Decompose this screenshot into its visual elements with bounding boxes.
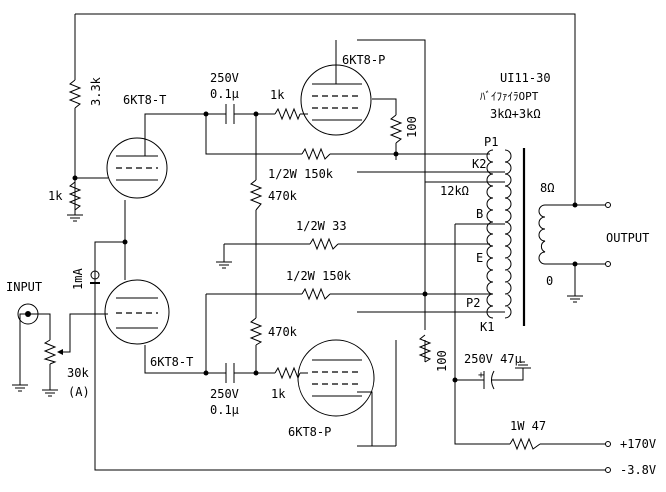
label-tap-e: E (476, 251, 483, 265)
meter-jack (90, 270, 100, 284)
label-center-tap: 1/2W 33 (296, 219, 347, 233)
label-power-top: 6KT8-P (342, 53, 385, 67)
resistor-center-tap (309, 237, 339, 251)
label-cap-top-value: 0.1μ (210, 87, 239, 101)
label-screen-bottom: 100 (435, 350, 449, 372)
capacitor-coupling-top (222, 104, 240, 124)
resistor-grid-stop-bottom (274, 366, 301, 380)
label-grid-stop-bottom: 1k (271, 387, 286, 401)
label-opt-type: ﾊﾞｲﾌｧｲﾗOPT (480, 90, 539, 103)
label-secondary-hot: 8Ω (540, 181, 554, 195)
tube-power-top (300, 40, 372, 136)
label-grid-leak-top: 470k (268, 189, 298, 203)
label-electrolytic: 250V 47μ (464, 352, 522, 366)
label-nfb-top: 1/2W 150k (268, 167, 334, 181)
resistor-grid-leak-top (249, 179, 263, 211)
input-jack (17, 303, 39, 325)
label-cap-bottom-value: 0.1μ (210, 403, 239, 417)
label-input-pot-taper: (A) (68, 385, 90, 399)
resistor-screen-top (389, 114, 403, 144)
label-tap-k2: K2 (472, 157, 486, 171)
label-power-bottom: 6KT8-P (288, 425, 331, 439)
label-opt-impedance: 3kΩ+3kΩ (490, 107, 541, 121)
input-potentiometer (43, 339, 66, 365)
resistor-grid-stop-top (274, 107, 301, 121)
ground-symbols (12, 214, 583, 397)
capacitor-electrolytic: + (475, 370, 498, 390)
label-tap-p2: P2 (466, 296, 480, 310)
label-screen-top: 100 (405, 116, 419, 138)
label-cathode: 1k (48, 189, 63, 203)
terminals (605, 202, 611, 473)
tube-power-bottom (297, 339, 375, 417)
capacitor-coupling-bottom (222, 363, 240, 383)
resistor-screen-bottom (418, 334, 432, 363)
label-grid-leak-bottom: 470k (268, 325, 298, 339)
label-supply-resistor: 1W 47 (510, 419, 546, 433)
label-opt-model: UI11-30 (500, 71, 551, 85)
resistor-nfb-top (301, 147, 331, 161)
label-plate-load: 3.3k (89, 76, 103, 106)
label-minus-supply: -3.8V (620, 463, 656, 477)
label-opt-primary-impedance: 12kΩ (440, 184, 469, 198)
label-cap-top-voltage: 250V (210, 71, 239, 85)
label-input: INPUT (6, 280, 42, 294)
tube-driver-bottom (104, 279, 170, 345)
label-meter: 1mA (71, 268, 85, 290)
label-secondary-common: 0 (546, 274, 553, 288)
wiring (19, 13, 608, 471)
resistor-grid-leak-bottom (249, 317, 263, 346)
label-input-pot: 30k (67, 366, 89, 380)
label-tap-p1: P1 (484, 135, 498, 149)
junctions (72, 111, 578, 383)
label-output: OUTPUT (606, 231, 649, 245)
tube-driver-top (106, 137, 168, 199)
resistor-plate-load (68, 79, 82, 109)
resistor-cathode (68, 181, 82, 211)
label-nfb-bottom: 1/2W 150k (286, 269, 352, 283)
resistor-supply (509, 437, 541, 451)
label-tap-k1: K1 (480, 320, 494, 334)
label-driver-bottom: 6KT8-T (150, 355, 193, 369)
label-tap-b: B (476, 207, 483, 221)
label-plus-supply: +170V (620, 437, 656, 451)
label-driver-top: 6KT8-T (123, 93, 166, 107)
label-cap-bottom-voltage: 250V (210, 387, 239, 401)
output-transformer (486, 148, 546, 326)
resistor-nfb-bottom (301, 287, 331, 301)
label-grid-stop-top: 1k (270, 88, 285, 102)
svg-text:+: + (478, 370, 484, 381)
